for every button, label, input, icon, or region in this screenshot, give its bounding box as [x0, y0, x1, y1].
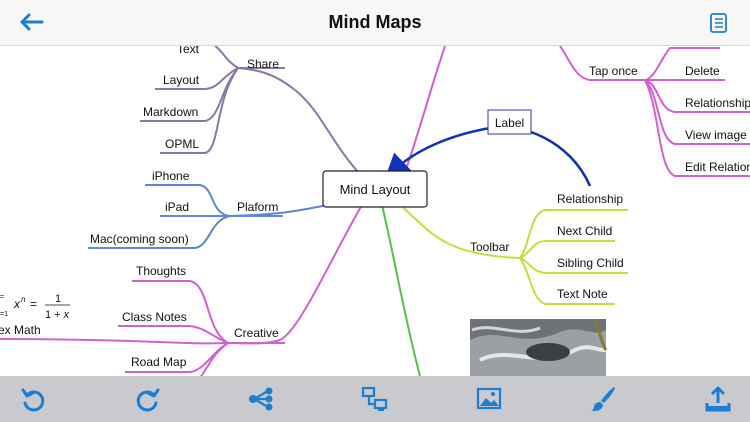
export-button[interactable] [703, 384, 733, 414]
svg-text:1: 1 [55, 293, 61, 305]
mind-map-canvas[interactable]: Mind Layout Label Share Text Layout Mark… [0, 46, 750, 376]
creative-child-thoughts[interactable]: Thoughts [136, 264, 186, 278]
share-child-text[interactable]: Text [177, 46, 200, 56]
back-button[interactable] [18, 10, 46, 34]
svg-text:=: = [30, 297, 37, 311]
notes-list-icon [710, 13, 727, 33]
undo-button[interactable] [18, 384, 48, 414]
svg-text:x: x [13, 297, 21, 311]
platform-children-lines [88, 184, 283, 249]
image-node[interactable] [470, 319, 608, 376]
undo-icon [21, 388, 45, 412]
svg-text:1 + x: 1 + x [45, 309, 70, 321]
creative-children-lines [0, 280, 285, 376]
svg-text:n: n [21, 295, 26, 304]
central-node-box[interactable] [322, 170, 428, 208]
creative-node-label[interactable]: Creative [234, 326, 279, 340]
central-node-label: Mind Layout [340, 182, 411, 197]
svg-text:=: = [0, 294, 4, 301]
share-nodes-icon [249, 387, 273, 411]
node-layout-icon [361, 386, 388, 411]
navigation-bar: Mind Maps [0, 0, 750, 46]
toolbar-child-next-child[interactable]: Next Child [557, 224, 612, 238]
toolbar-child-text-note[interactable]: Text Note [557, 287, 608, 301]
toolbar-child-relationship[interactable]: Relationship [557, 192, 623, 206]
share-node-label[interactable]: Share [247, 57, 279, 71]
creative-branch-line [227, 204, 363, 345]
page-title: Mind Maps [328, 12, 422, 32]
tap-once-children-lines [559, 46, 750, 177]
share-nodes-button[interactable] [246, 384, 276, 414]
share-child-markdown[interactable]: Markdown [143, 105, 198, 119]
notes-button[interactable] [708, 12, 730, 34]
bottom-toolbar [0, 376, 750, 422]
node-layout-button[interactable] [360, 384, 390, 414]
style-brush-button[interactable] [588, 384, 618, 414]
toolbar-branch-line [399, 204, 521, 259]
share-child-opml[interactable]: OPML [165, 137, 199, 151]
green-branch-line [381, 204, 421, 376]
tap-once-child-edit-relation[interactable]: Edit Relation [685, 160, 750, 174]
share-children-lines [140, 46, 285, 154]
mind-map-svg: Mind Layout Label Share Text Layout Mark… [0, 46, 750, 376]
back-arrow-icon [20, 13, 44, 31]
latex-math-label[interactable]: ex Math [0, 323, 41, 337]
label-node-text: Label [495, 116, 524, 130]
redo-button[interactable] [133, 384, 163, 414]
upload-export-icon [705, 386, 731, 412]
toolbar-children-lines [519, 209, 628, 305]
latex-formula: = =1 x n = 1 1 + x [0, 293, 70, 321]
tap-once-child-view-image[interactable]: View image [685, 128, 747, 142]
tap-once-child-relationship[interactable]: Relationship [685, 96, 750, 110]
svg-text:=1: =1 [0, 311, 8, 318]
share-child-layout[interactable]: Layout [163, 73, 200, 87]
toolbar-node-label[interactable]: Toolbar [470, 240, 509, 254]
tap-once-child-delete[interactable]: Delete [685, 64, 720, 78]
tap-once-node-label[interactable]: Tap once [589, 64, 638, 78]
platform-child-mac[interactable]: Mac(coming soon) [90, 232, 189, 246]
creative-child-class-notes[interactable]: Class Notes [122, 310, 187, 324]
top-magenta-line [404, 46, 446, 173]
redo-icon [136, 388, 160, 412]
toolbar-child-sibling-child[interactable]: Sibling Child [557, 256, 624, 270]
platform-child-ipad[interactable]: iPad [165, 200, 189, 214]
label-node-box[interactable] [487, 109, 532, 135]
insert-image-button[interactable] [474, 384, 504, 414]
creative-child-road-map[interactable]: Road Map [131, 355, 187, 369]
share-branch-line [237, 67, 359, 173]
paint-brush-icon [591, 387, 615, 411]
platform-node-label[interactable]: Plaform [237, 200, 278, 214]
platform-child-iphone[interactable]: iPhone [152, 169, 190, 183]
image-icon [476, 387, 502, 410]
